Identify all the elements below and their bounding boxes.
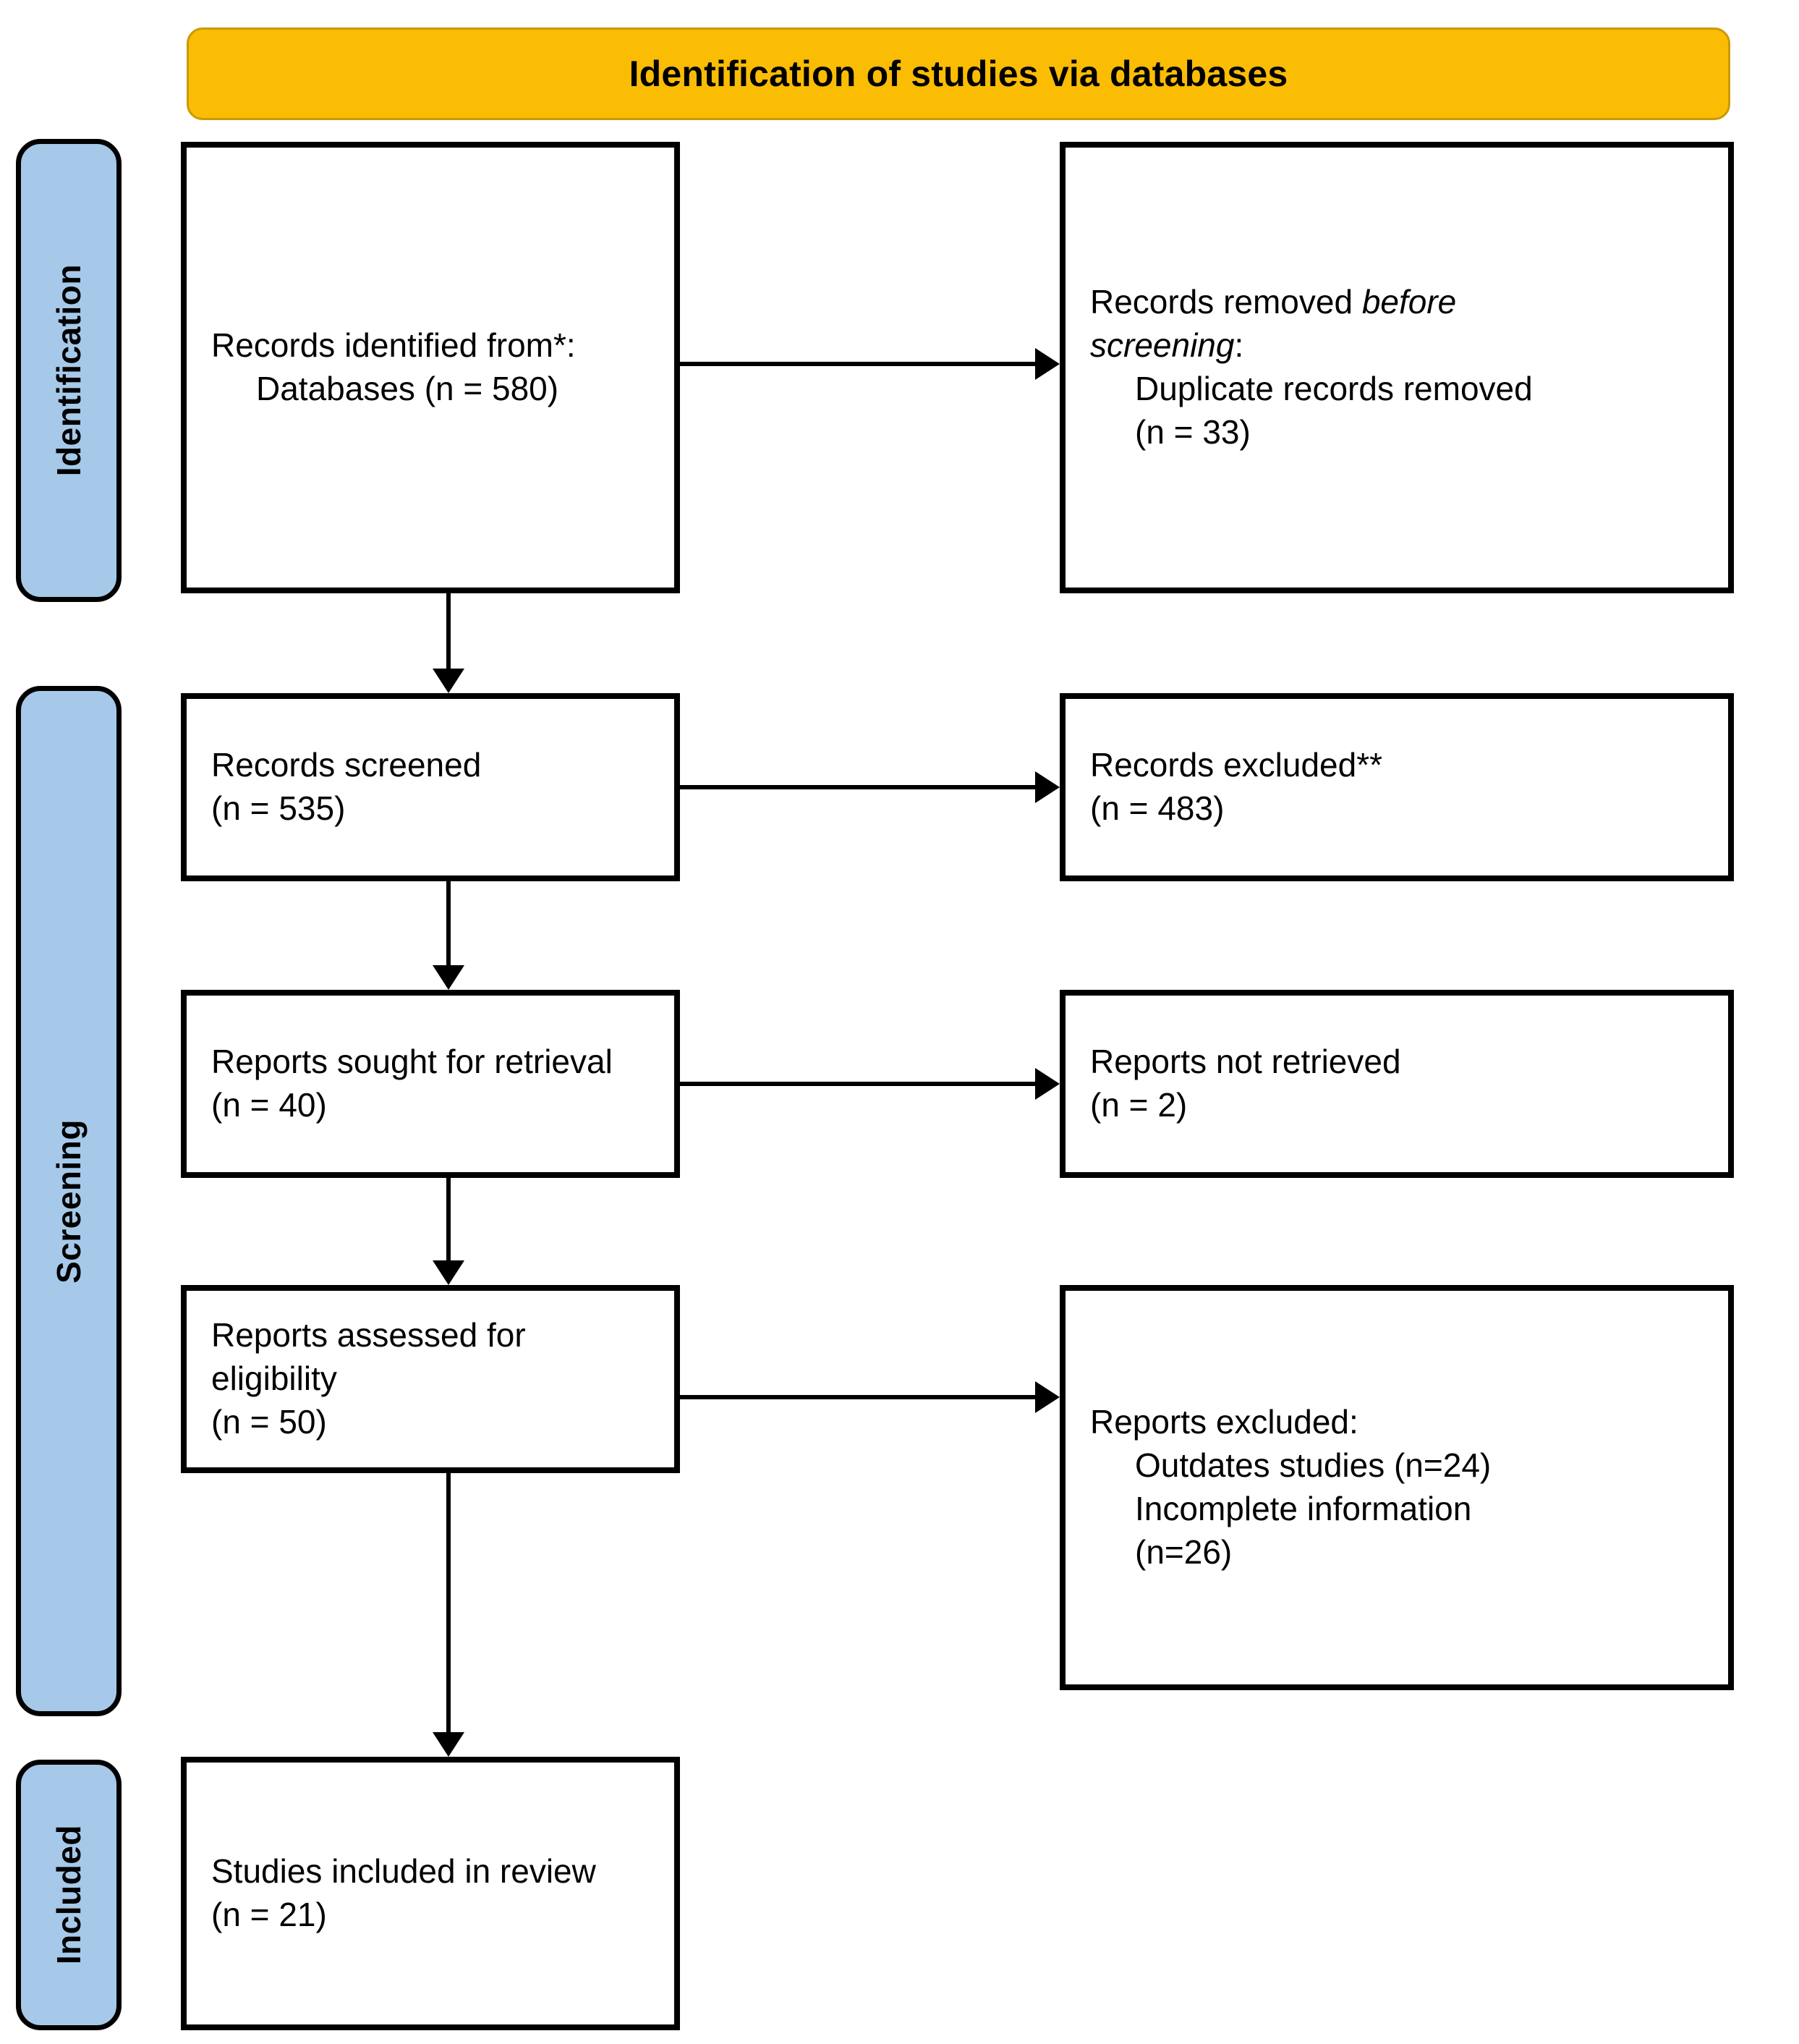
arrow-shaft [446, 593, 451, 669]
arrow-head-right-icon [1035, 1068, 1060, 1100]
node-records-excluded-line2: (n = 483) [1090, 789, 1225, 827]
phase-label-included: Included [50, 1825, 88, 1965]
node-records-removed-line2: screening: [1090, 324, 1704, 368]
node-records-removed-colon: : [1234, 326, 1244, 365]
node-records-screened-line1: Records screened [211, 746, 482, 784]
phase-label-screening: Screening [50, 1119, 88, 1284]
node-reports-assessed-line2: (n = 50) [211, 1402, 327, 1441]
arrow-assessed-to-reports-excluded [680, 1379, 1060, 1415]
phase-tab-identification: Identification [16, 139, 122, 602]
arrow-sought-to-not-retrieved [680, 1066, 1060, 1102]
node-reports-not-retrieved-line1: Reports not retrieved [1090, 1043, 1401, 1081]
arrow-head-right-icon [1035, 771, 1060, 803]
node-reports-sought-line2: (n = 40) [211, 1086, 327, 1124]
node-records-screened: Records screened (n = 535) [181, 693, 680, 881]
arrow-screened-to-excluded [680, 769, 1060, 805]
arrow-shaft [446, 881, 451, 965]
node-records-removed-italic1: before [1361, 283, 1457, 321]
arrow-shaft [680, 1395, 1038, 1399]
node-studies-included: Studies included in review (n = 21) [181, 1757, 680, 2030]
node-records-removed: Records removed before screening: Duplic… [1060, 142, 1734, 593]
node-reports-excluded-line1: Reports excluded: [1090, 1403, 1358, 1441]
arrow-assessed-to-included [430, 1473, 467, 1757]
node-records-removed-line1: Records removed before [1090, 281, 1704, 324]
arrow-shaft [680, 785, 1038, 789]
node-reports-not-retrieved: Reports not retrieved (n = 2) [1060, 990, 1734, 1178]
node-records-excluded: Records excluded** (n = 483) [1060, 693, 1734, 881]
arrow-screened-to-sought [430, 881, 467, 990]
node-records-identified: Records identified from*: Databases (n =… [181, 142, 680, 593]
node-studies-included-line2: (n = 21) [211, 1896, 327, 1933]
arrow-shaft [680, 362, 1038, 366]
node-reports-assessed-line1: Reports assessed for eligibility [211, 1316, 535, 1398]
arrow-head-right-icon [1035, 1381, 1060, 1413]
node-records-removed-prefix: Records removed [1090, 283, 1362, 321]
arrow-identified-to-screened [430, 593, 467, 693]
node-records-removed-italic2: screening [1090, 326, 1235, 365]
phase-tab-screening: Screening [16, 686, 122, 1716]
node-reports-sought: Reports sought for retrieval (n = 40) [181, 990, 680, 1178]
node-reports-excluded-line2: Outdates studies (n=24) [1135, 1446, 1492, 1485]
node-studies-included-line1: Studies included in review [211, 1852, 596, 1891]
arrow-head-down-icon [433, 669, 464, 693]
arrow-shaft [680, 1082, 1038, 1086]
arrow-shaft [446, 1178, 451, 1260]
node-records-screened-line2: (n = 535) [211, 789, 346, 827]
node-records-removed-line3: Duplicate records removed [1135, 370, 1533, 407]
phase-tab-included: Included [16, 1760, 122, 2030]
banner-identification-databases: Identification of studies via databases [187, 27, 1730, 120]
arrow-identified-to-removed [680, 346, 1060, 382]
arrow-head-down-icon [433, 965, 464, 990]
node-reports-not-retrieved-line2: (n = 2) [1090, 1086, 1188, 1124]
arrow-head-down-icon [433, 1260, 464, 1285]
node-records-removed-line4: (n = 33) [1135, 412, 1251, 451]
node-reports-excluded: Reports excluded: Outdates studies (n=24… [1060, 1285, 1734, 1690]
node-reports-excluded-line4: (n=26) [1135, 1532, 1233, 1571]
node-records-identified-line1: Records identified from*: [211, 326, 576, 365]
node-reports-excluded-line3: Incomplete information [1135, 1490, 1472, 1527]
node-records-identified-line2: Databases (n = 580) [256, 370, 559, 407]
arrow-sought-to-assessed [430, 1178, 467, 1285]
arrow-shaft [446, 1473, 451, 1732]
banner-title: Identification of studies via databases [629, 54, 1288, 94]
arrow-head-down-icon [433, 1732, 464, 1757]
node-reports-assessed: Reports assessed for eligibility (n = 50… [181, 1285, 680, 1473]
arrow-head-right-icon [1035, 348, 1060, 380]
node-reports-sought-line1: Reports sought for retrieval [211, 1043, 613, 1081]
phase-label-identification: Identification [50, 264, 88, 477]
node-records-excluded-line1: Records excluded** [1090, 746, 1383, 784]
